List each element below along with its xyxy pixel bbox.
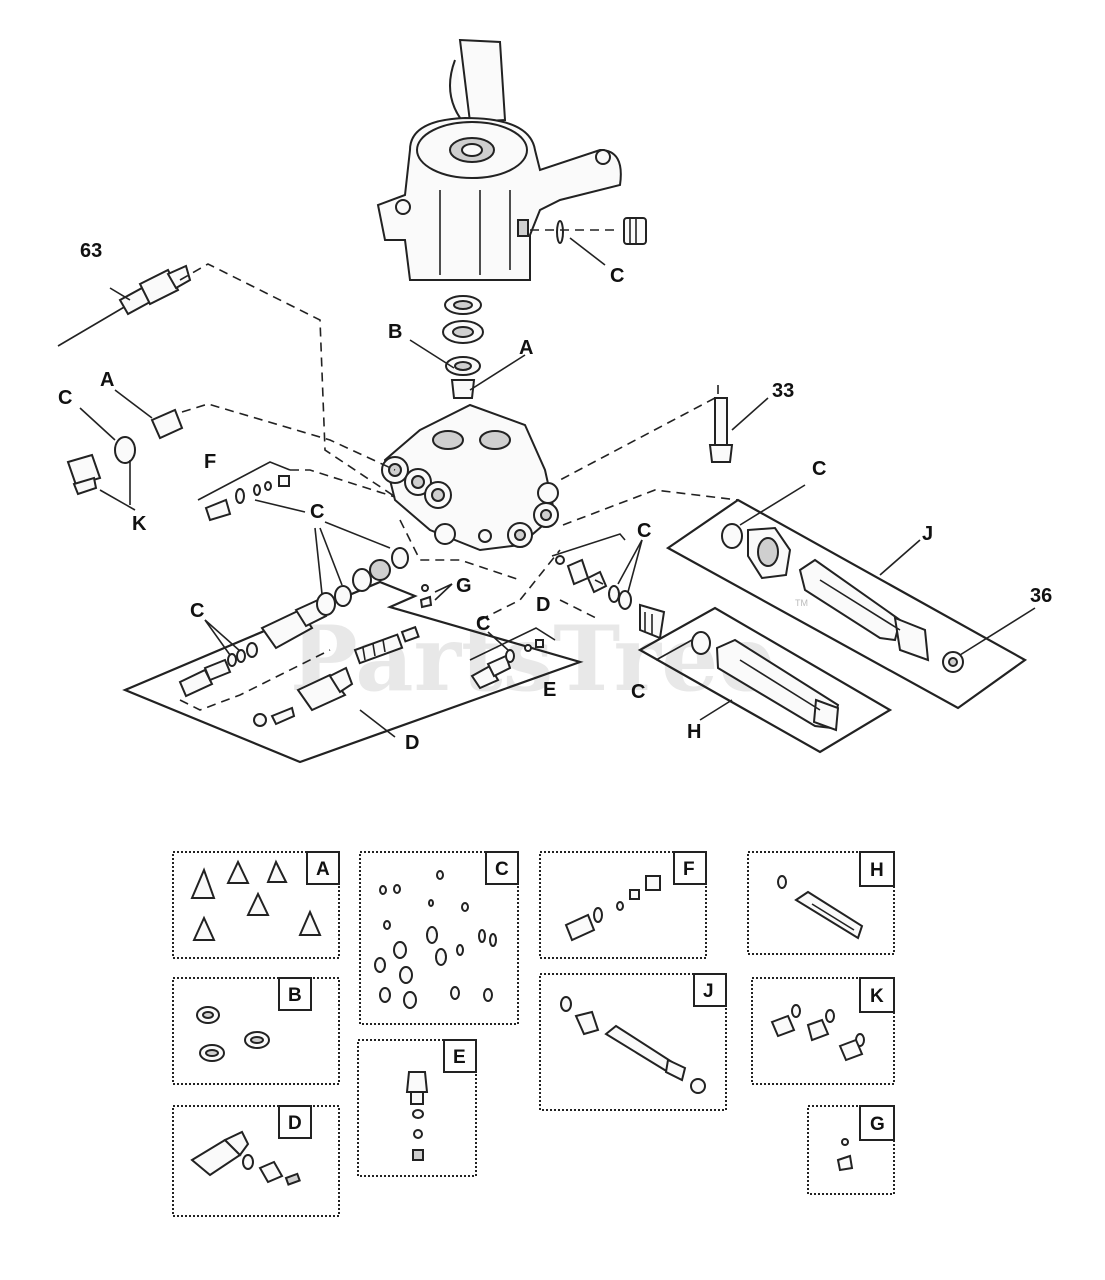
callout-33: 33 bbox=[772, 380, 794, 402]
callout-g-mid: G bbox=[456, 575, 472, 597]
kit-a: A bbox=[172, 851, 340, 959]
d-right-group bbox=[551, 533, 666, 640]
kit-j-label: J bbox=[703, 981, 714, 1002]
f-valve-group bbox=[197, 461, 396, 522]
h-parts bbox=[691, 631, 840, 732]
d-valve-parts bbox=[178, 547, 420, 727]
callout-d-right: D bbox=[536, 594, 550, 616]
kit-c-label: C bbox=[495, 859, 509, 880]
callout-c-right: C bbox=[637, 520, 651, 542]
kit-c: C bbox=[359, 851, 519, 1025]
callout-leaders bbox=[79, 237, 1036, 738]
callout-a-top: A bbox=[519, 337, 533, 359]
callout-j-right: J bbox=[922, 523, 933, 545]
kit-h-label: H bbox=[870, 860, 884, 881]
seal-stack bbox=[442, 295, 484, 399]
callout-b-top: B bbox=[388, 321, 402, 343]
kit-j: J bbox=[539, 973, 727, 1111]
callout-k-left: K bbox=[132, 513, 147, 535]
kit-k: K bbox=[751, 977, 895, 1085]
callout-c-h: C bbox=[631, 681, 645, 703]
kit-g: G bbox=[807, 1105, 895, 1195]
kit-a-label: A bbox=[316, 859, 330, 880]
h-kit-outline bbox=[637, 606, 893, 754]
callout-h-bottom: H bbox=[687, 721, 701, 743]
bolt-33 bbox=[559, 385, 769, 481]
kit-e-label: E bbox=[453, 1047, 466, 1068]
callout-d-bottom: D bbox=[405, 732, 419, 754]
callout-e-mid: E bbox=[543, 679, 556, 701]
kit-d-label: D bbox=[288, 1113, 302, 1134]
callout-63: 63 bbox=[80, 240, 102, 262]
kit-b-label: B bbox=[288, 985, 302, 1006]
kit-e: E bbox=[357, 1039, 477, 1177]
crankcase-housing bbox=[376, 38, 622, 281]
kit-d: D bbox=[172, 1105, 340, 1217]
thermal-relief-sensor bbox=[57, 263, 401, 501]
callout-c-top: C bbox=[610, 265, 624, 287]
left-fittings bbox=[66, 403, 396, 496]
kit-k-label: K bbox=[870, 986, 884, 1007]
kit-h: H bbox=[747, 851, 895, 955]
callout-c-left: C bbox=[58, 387, 72, 409]
callout-c-lower: C bbox=[190, 600, 204, 622]
kit-g-label: G bbox=[870, 1114, 885, 1135]
watermark-tm: TM bbox=[795, 598, 808, 608]
callout-c-mid: C bbox=[310, 501, 324, 523]
d-kit-outline bbox=[122, 580, 584, 764]
callout-c-e: C bbox=[476, 613, 490, 635]
callout-labels: 63 33 36 A A B C C C C C C C C K F G D D… bbox=[58, 240, 1052, 754]
callout-c-j: C bbox=[812, 458, 826, 480]
kit-f-label: F bbox=[683, 859, 695, 880]
e-fitting-group bbox=[469, 549, 561, 690]
kit-b: B bbox=[172, 977, 340, 1085]
pump-manifold bbox=[381, 403, 559, 552]
g-ball-spring bbox=[399, 519, 521, 609]
callout-f-left: F bbox=[204, 451, 216, 473]
drain-plug-top bbox=[530, 217, 647, 245]
callout-a-left: A bbox=[100, 369, 114, 391]
j-kit-outline bbox=[665, 498, 1028, 710]
kit-f: F bbox=[539, 851, 707, 959]
callout-36: 36 bbox=[1030, 585, 1052, 607]
j-parts bbox=[562, 489, 964, 673]
